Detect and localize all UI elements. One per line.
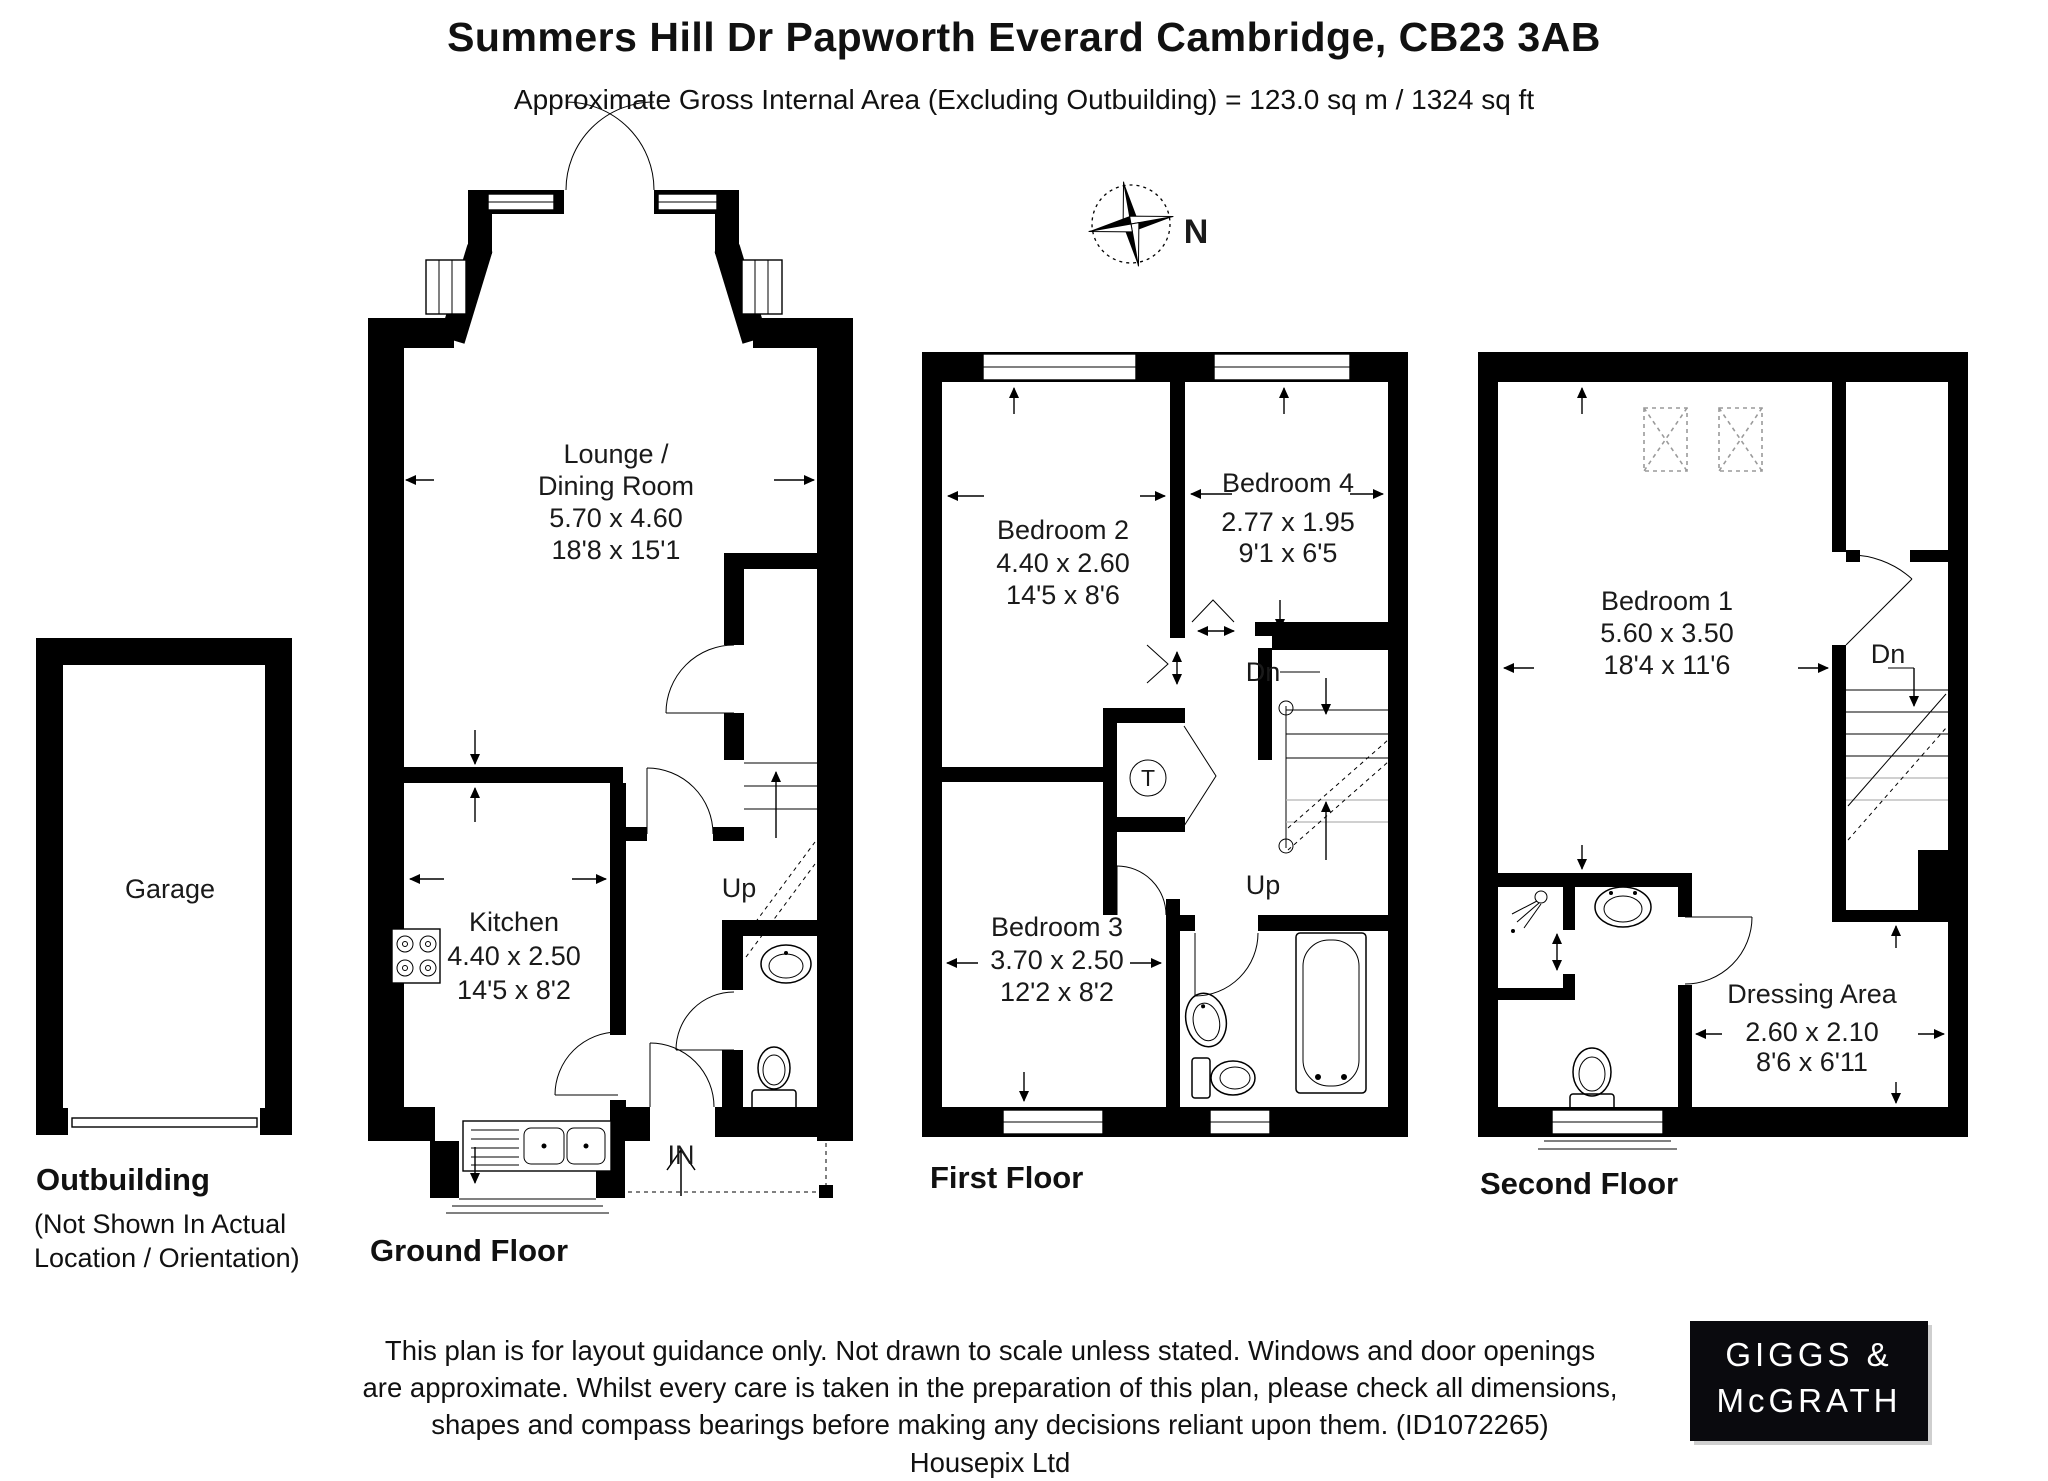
wc-toilet-icon <box>751 1046 797 1111</box>
credit-label: Housepix Ltd <box>909 1447 1071 1478</box>
compass-north-label: N <box>1184 213 1209 251</box>
sink-unit-icon <box>446 1120 612 1214</box>
agency-logo: GIGGS & McGRATH <box>1690 1321 1928 1441</box>
second-floor-label: Second Floor <box>1480 1166 1679 1201</box>
stairs-up-label: Up <box>722 873 757 903</box>
stairs-down-label: Dn <box>1871 639 1906 669</box>
bathroom-toilet-icon <box>1191 1057 1256 1099</box>
second-floor-plan: Bedroom 1 5.60 x 3.50 18'4 x 11'6 Dn Dre… <box>1478 352 1968 1150</box>
porch-outline <box>620 1143 833 1198</box>
bedroom4-dimensions-imperial: 9'1 x 6'5 <box>1239 538 1338 568</box>
ground-floor-stairs-icon <box>744 762 817 958</box>
garage-door <box>71 1117 258 1128</box>
airing-cupboard: T <box>1129 759 1167 797</box>
kitchen-room-label: Kitchen <box>469 907 559 937</box>
ground-floor-doors <box>554 644 735 1108</box>
shower-basin-icon <box>1594 886 1652 928</box>
ground-floor-windows <box>425 193 783 315</box>
bedroom1-room-label: Bedroom 1 <box>1601 586 1733 616</box>
bedroom2-dimensions-metric: 4.40 x 2.60 <box>996 548 1130 578</box>
bedroom4-dimensions-metric: 2.77 x 1.95 <box>1221 507 1355 537</box>
skylight-icon <box>1718 407 1763 472</box>
second-floor-doors <box>1552 554 1913 985</box>
lounge-room-label: Lounge / <box>563 439 669 469</box>
bedroom2-room-label: Bedroom 2 <box>997 515 1129 545</box>
shower-icon <box>1511 890 1548 933</box>
disclaimer: This plan is for layout guidance only. N… <box>280 1332 1700 1481</box>
outbuilding-note: (Not Shown In Actual Location / Orientat… <box>34 1207 300 1275</box>
second-floor-stairs-icon <box>1846 667 1948 841</box>
disclaimer-line3: shapes and compass bearings before makin… <box>431 1409 1549 1440</box>
dressing-room-label: Dressing Area <box>1727 979 1898 1009</box>
logo-line2: McGRATH <box>1716 1382 1902 1419</box>
logo-line1: GIGGS & <box>1725 1336 1893 1373</box>
french-doors-icon <box>564 101 655 216</box>
bedroom3-dimensions-imperial: 12'2 x 8'2 <box>1000 977 1114 1007</box>
second-floor-windows <box>1538 1109 1677 1150</box>
bedroom3-dimensions-metric: 3.70 x 2.50 <box>990 945 1124 975</box>
outbuilding-plan: Garage <box>36 638 292 1135</box>
disclaimer-line1: This plan is for layout guidance only. N… <box>384 1335 1596 1366</box>
dressing-dimensions-imperial: 8'6 x 6'11 <box>1756 1047 1868 1077</box>
skylight-icon <box>1643 407 1688 472</box>
bathroom-basin-icon <box>1184 992 1228 1048</box>
stairs-up-label: Up <box>1246 870 1281 900</box>
first-floor-dimension-arrows <box>946 387 1384 1102</box>
garage-room-label: Garage <box>125 874 215 904</box>
outbuilding-label: Outbuilding <box>36 1162 210 1197</box>
first-floor-stairs-icon <box>1278 671 1389 860</box>
ground-floor-label: Ground Floor <box>370 1233 569 1268</box>
entrance-label: IN <box>668 1140 695 1170</box>
ground-floor-dimension-arrows <box>405 259 815 1184</box>
compass-icon: N <box>1088 181 1209 267</box>
bedroom2-dimensions-imperial: 14'5 x 8'6 <box>1006 580 1120 610</box>
ground-floor-walls <box>368 190 853 1198</box>
outbuilding-note-line1: (Not Shown In Actual <box>34 1209 287 1239</box>
bay-side-window-icon <box>425 259 467 315</box>
first-floor-windows <box>982 353 1351 1135</box>
bedroom3-room-label: Bedroom 3 <box>991 912 1123 942</box>
kitchen-dimensions-imperial: 14'5 x 8'2 <box>457 975 571 1005</box>
lounge-dimensions-metric: 5.70 x 4.60 <box>549 503 683 533</box>
shower-toilet-icon <box>1569 1047 1615 1115</box>
second-floor-walls <box>1478 352 1968 1137</box>
first-floor-plan: T <box>922 352 1408 1137</box>
wc-basin-icon <box>760 944 812 984</box>
bedroom1-dimensions-imperial: 18'4 x 11'6 <box>1604 650 1731 680</box>
second-floor-dimension-arrows <box>1503 387 1945 1104</box>
disclaimer-line2: are approximate. Whilst every care is ta… <box>362 1372 1618 1403</box>
bedroom4-room-label: Bedroom 4 <box>1222 468 1354 498</box>
stairs-down-label: Dn <box>1246 657 1281 687</box>
outbuilding-note-line2: Location / Orientation) <box>34 1243 300 1273</box>
page-subtitle: Approximate Gross Internal Area (Excludi… <box>513 84 1535 115</box>
hob-icon <box>391 928 441 984</box>
bedroom1-dimensions-metric: 5.60 x 3.50 <box>1600 618 1734 648</box>
dressing-dimensions-metric: 2.60 x 2.10 <box>1745 1017 1879 1047</box>
entrance-arrow-icon <box>666 1149 696 1196</box>
lounge-dimensions-imperial: 18'8 x 15'1 <box>552 535 681 565</box>
lounge-room-label2: Dining Room <box>538 471 694 501</box>
page-title: Summers Hill Dr Papworth Everard Cambrid… <box>447 14 1601 60</box>
first-floor-label: First Floor <box>930 1160 1084 1195</box>
ground-floor-plan: Lounge / Dining Room 5.70 x 4.60 18'8 x … <box>368 101 853 1214</box>
bath-icon <box>1295 932 1367 1094</box>
bay-side-window-icon <box>741 259 783 315</box>
tank-label: T <box>1141 765 1155 791</box>
first-floor-doors <box>1116 599 1259 997</box>
kitchen-dimensions-metric: 4.40 x 2.50 <box>447 941 581 971</box>
